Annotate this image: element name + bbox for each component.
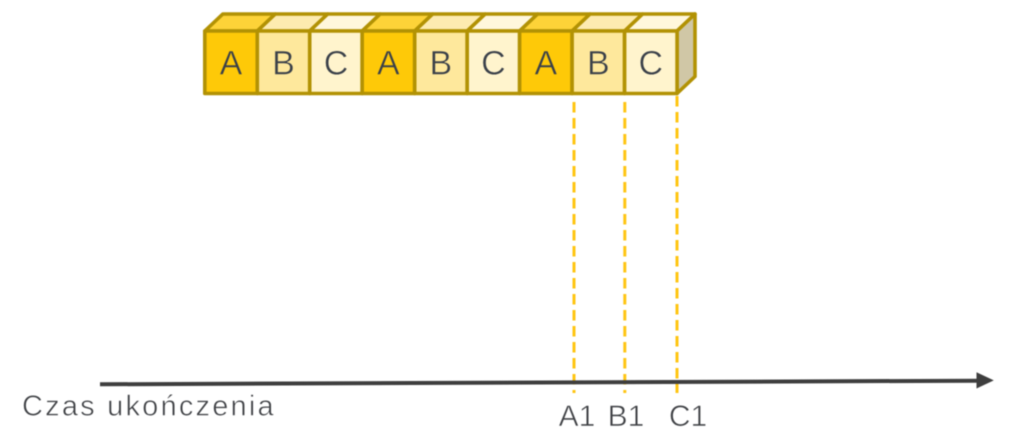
svg-text:C: C xyxy=(481,45,506,83)
svg-text:B: B xyxy=(272,45,295,83)
svg-text:C: C xyxy=(324,45,349,83)
svg-text:A: A xyxy=(220,45,243,83)
svg-text:C1: C1 xyxy=(669,400,707,433)
svg-text:A1: A1 xyxy=(559,400,596,433)
svg-text:A: A xyxy=(535,45,558,83)
svg-text:A: A xyxy=(377,45,400,83)
svg-text:Czas ukończenia: Czas ukończenia xyxy=(22,391,276,423)
svg-text:C: C xyxy=(639,45,664,83)
svg-text:B1: B1 xyxy=(608,400,645,433)
svg-text:B: B xyxy=(430,45,453,83)
svg-text:B: B xyxy=(587,45,610,83)
